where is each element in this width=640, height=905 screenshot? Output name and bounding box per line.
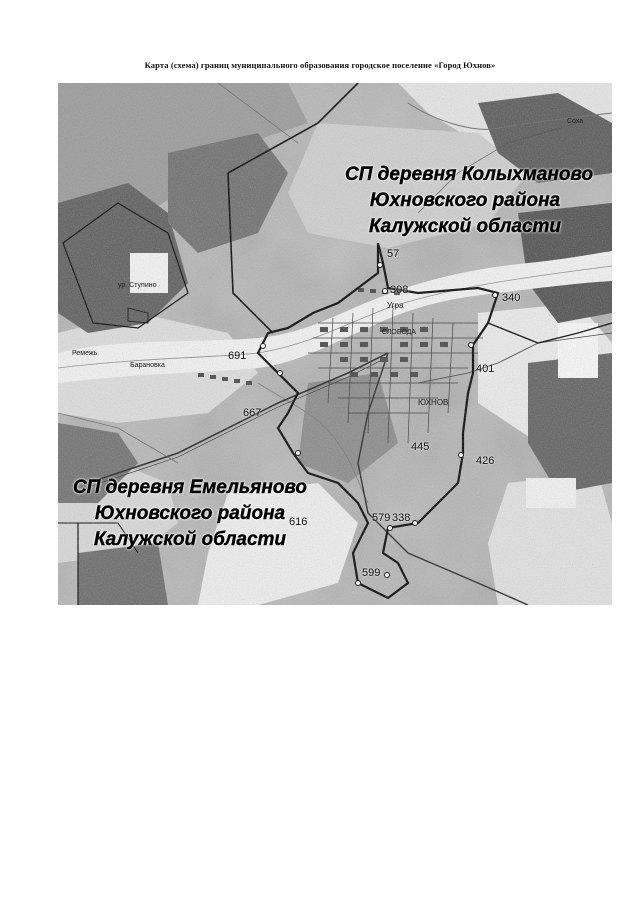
boundary-point-label: 616 — [289, 516, 308, 528]
boundary-point-label: 599 — [362, 567, 381, 579]
region-label-emelyanovo: СП деревня Емельяново Юхновского района … — [70, 475, 310, 553]
map[interactable] — [58, 83, 612, 605]
boundary-point-label: 338 — [392, 512, 411, 524]
region-label-line: Калужской области — [368, 216, 562, 237]
region-label-line: Юхновского района — [369, 190, 561, 211]
boundary-point-label: 57 — [387, 248, 400, 260]
region-label-kolykhmanovo: СП деревня Колыхманово Юхновского района… — [345, 162, 594, 240]
region-label-line: Калужской области — [93, 529, 287, 550]
boundary-point-label: 691 — [228, 350, 247, 362]
boundary-point-label: 445 — [411, 441, 430, 453]
map-canvas — [58, 83, 612, 605]
boundary-point-label: 426 — [476, 455, 495, 467]
map-label-sloboda: СЛОБОДА — [382, 329, 417, 336]
region-label-line: СП деревня Колыхманово — [345, 164, 594, 185]
boundary-point-label: 579 — [372, 512, 391, 524]
boundary-point-label: 667 — [243, 407, 262, 419]
map-label-sokha: Соха — [567, 118, 584, 125]
map-label-remezh: Ремежь — [72, 350, 98, 357]
boundary-point-label: 401 — [476, 363, 495, 375]
region-label-line: СП деревня Емельяново — [72, 477, 308, 498]
print-grain — [58, 83, 612, 605]
region-label-line: Юхновского района — [94, 503, 286, 524]
boundary-point-label: 308 — [390, 284, 409, 296]
page-title: Карта (схема) границ муниципального обра… — [144, 60, 496, 70]
map-label-stupino: ур. Ступино — [118, 282, 157, 289]
map-label-yukhnov: ЮХНОВ — [418, 398, 449, 407]
map-label-baranovka: Барановка — [130, 362, 165, 369]
boundary-point-label: 340 — [502, 292, 521, 304]
map-label-ugra: Угра — [387, 301, 404, 310]
